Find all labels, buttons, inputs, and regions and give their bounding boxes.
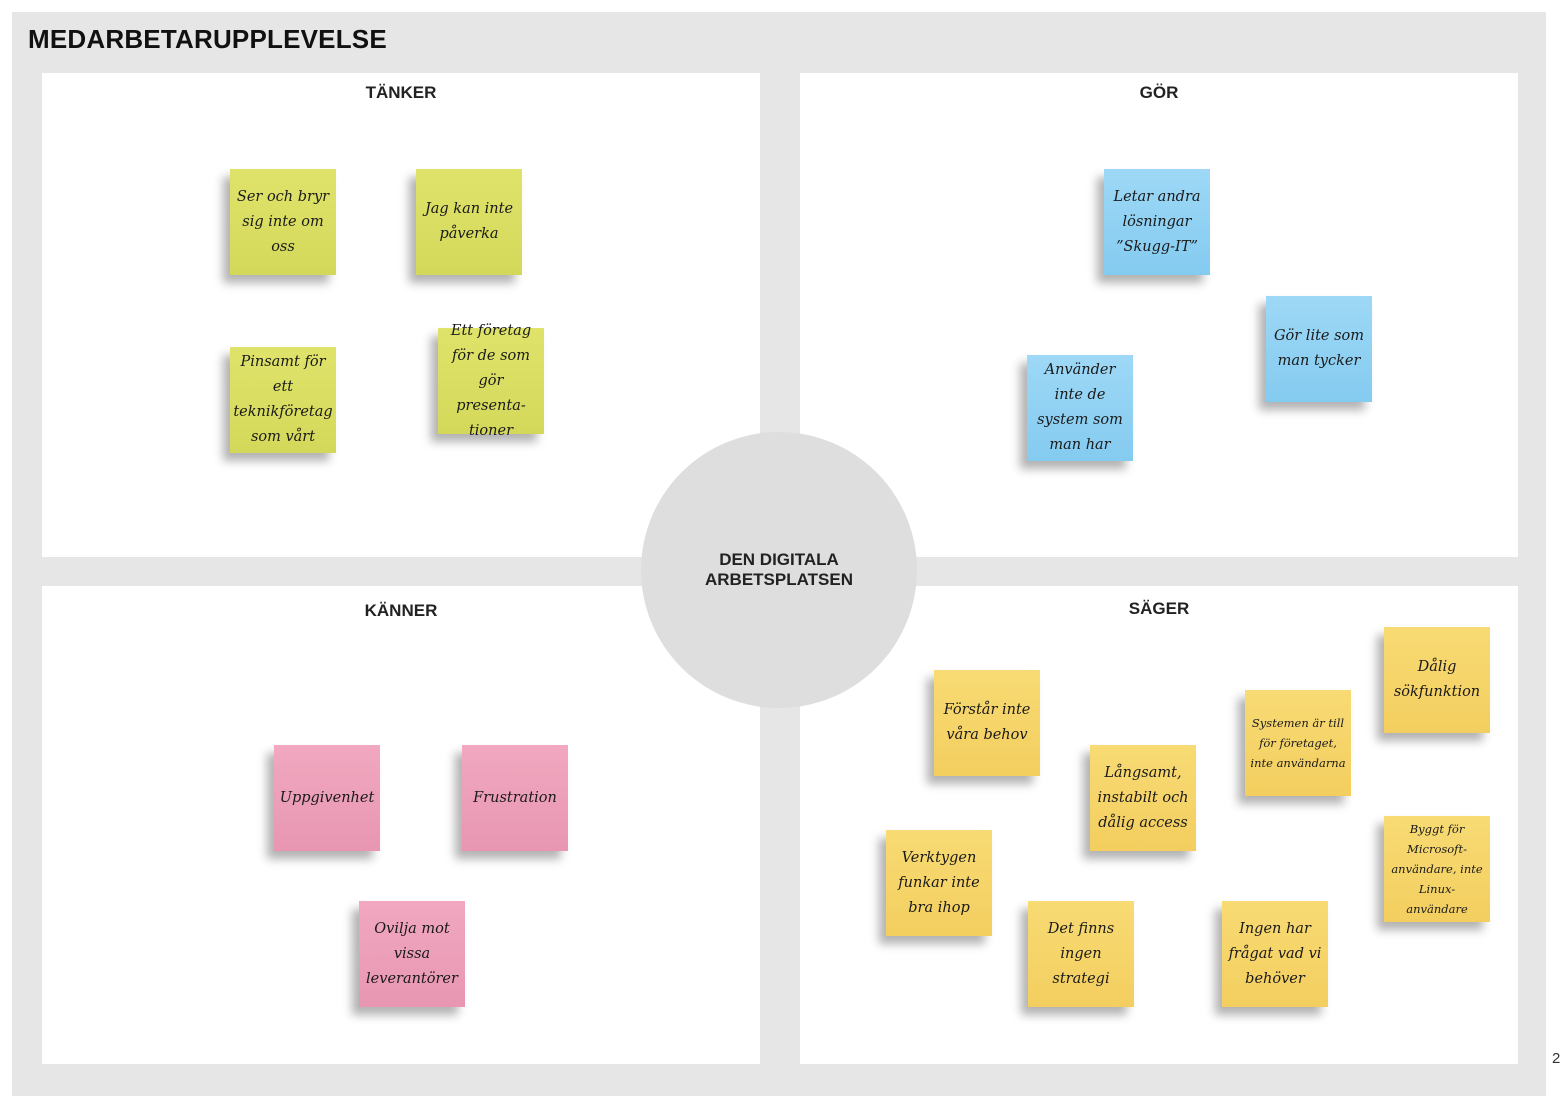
sticky-note-text: Ett företag för de som gör presenta-tion… (450, 322, 532, 439)
sticky-note[interactable]: Gör lite som man tycker (1266, 296, 1372, 402)
quadrant-label-sager: SÄGER (1128, 599, 1190, 618)
quadrant-label-gor: GÖR (1139, 83, 1179, 102)
sticky-note[interactable]: Ser och bryr sig inte om oss (230, 169, 336, 275)
center-label: DEN DIGITALA ARBETSPLATSEN (705, 550, 853, 589)
sticky-note[interactable]: Uppgivenhet (274, 745, 380, 851)
sticky-note[interactable]: Verktygen funkar inte bra ihop (886, 830, 992, 936)
sticky-note-text: Förstår inte våra behov (943, 702, 1031, 743)
sticky-note[interactable]: Letar andra lösningar ”Skugg-IT” (1104, 169, 1210, 275)
sticky-note[interactable]: Långsamt, instabilt och dålig access (1090, 745, 1196, 851)
sticky-note-text: Ingen har frågat vad vi behöver (1228, 920, 1322, 987)
sticky-note[interactable]: Jag kan inte påverka (416, 169, 522, 275)
sticky-note[interactable]: Frustration (462, 745, 568, 851)
quadrant-label-kanner: KÄNNER (364, 601, 438, 620)
sticky-note-text: Frustration (473, 789, 557, 806)
sticky-note[interactable]: Det finns ingen strategi (1028, 901, 1134, 1007)
sticky-note-text: Jag kan inte påverka (424, 201, 514, 242)
sticky-note[interactable]: Pinsamt för ett teknikföretag som vårt (230, 347, 336, 453)
sticky-note-text: Långsamt, instabilt och dålig access (1097, 764, 1189, 831)
sticky-note-text: Ovilja mot vissa leverantörer (366, 920, 458, 987)
sticky-note-text: Ser och bryr sig inte om oss (236, 188, 330, 255)
center-circle: DEN DIGITALA ARBETSPLATSEN (641, 432, 917, 708)
quadrant-label-tanker: TÄNKER (365, 83, 437, 102)
sticky-note-text: Pinsamt för ett teknikföretag som vårt (233, 354, 333, 445)
sticky-note-text: Gör lite som man tycker (1273, 328, 1365, 369)
sticky-note-text: Dålig sökfunktion (1393, 659, 1481, 700)
sticky-note-text: Verktygen funkar inte bra ihop (898, 849, 980, 916)
sticky-note[interactable]: Ett företag för de som gör presenta-tion… (438, 323, 544, 439)
sticky-note[interactable]: Dålig sökfunktion (1384, 627, 1490, 733)
sticky-note[interactable]: Ovilja mot vissa leverantörer (359, 901, 465, 1007)
sticky-note-text: Det finns ingen strategi (1047, 920, 1115, 987)
sticky-note-text: Letar andra lösningar ”Skugg-IT” (1113, 188, 1201, 255)
sticky-note-text: Använder inte de system som man har (1037, 362, 1123, 453)
sticky-note[interactable]: Systemen är till för företaget, inte anv… (1245, 690, 1351, 796)
sticky-note-text: Byggt för Microsoft-användare, inte Linu… (1391, 822, 1483, 916)
page-number: 2 (1552, 1050, 1560, 1067)
sticky-note-text: Uppgivenhet (279, 789, 375, 806)
sticky-note-text: Systemen är till för företaget, inte anv… (1250, 716, 1346, 770)
page-title: MEDARBETARUPPLEVELSE (28, 24, 387, 54)
sticky-note[interactable]: Byggt för Microsoft-användare, inte Linu… (1384, 816, 1490, 922)
quadrant-tanker: TÄNKER (42, 73, 760, 557)
sticky-note[interactable]: Ingen har frågat vad vi behöver (1222, 901, 1328, 1007)
sticky-note[interactable]: Använder inte de system som man har (1027, 355, 1133, 461)
quadrant-gor: GÖR (800, 73, 1518, 557)
sticky-note[interactable]: Förstår inte våra behov (934, 670, 1040, 776)
